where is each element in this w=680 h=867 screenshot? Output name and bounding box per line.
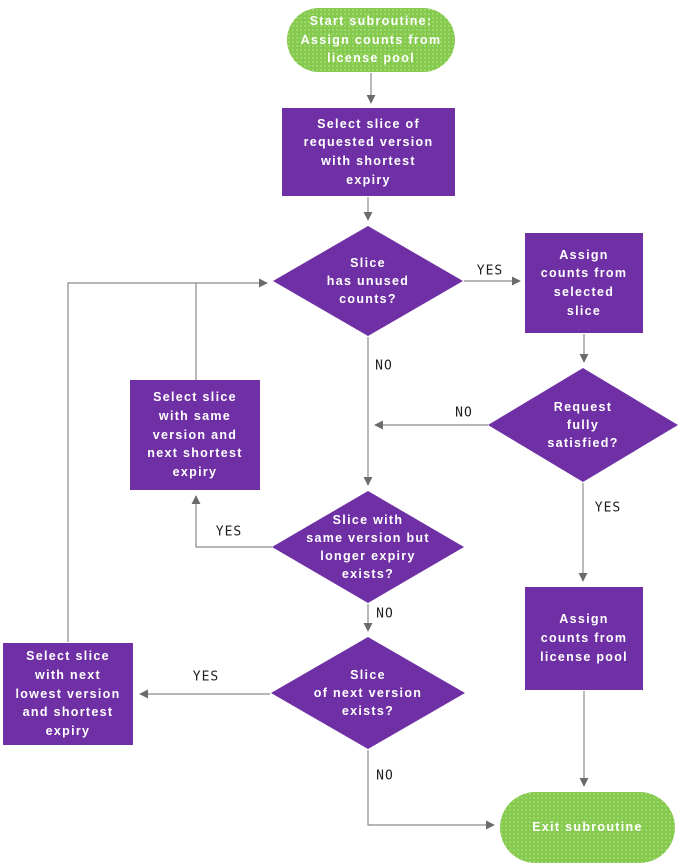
- node-exit-subroutine: Exit subroutine: [500, 792, 675, 863]
- edge-label-satisfied-yes: YES: [594, 500, 622, 516]
- edge-label-has-unused-no: NO: [375, 358, 393, 374]
- edge-label-longer-expiry-no: NO: [376, 606, 394, 622]
- edge-label-has-unused-yes: YES: [476, 263, 504, 279]
- edge-next-lowest-return: [67, 278, 268, 642]
- node-assign-counts-from-selected-slice: Assign counts from selected slice: [525, 233, 643, 333]
- node-select-requested-version: Select slice of requested version with s…: [282, 108, 455, 196]
- edge-label-longer-expiry-yes: YES: [215, 524, 243, 540]
- edge-label-satisfied-no: NO: [455, 405, 473, 421]
- edge-label-next-version-no: NO: [376, 768, 394, 784]
- edge-label-next-version-yes: YES: [192, 669, 220, 685]
- edge-longer-expiry-yes: [191, 495, 272, 548]
- node-select-same-version-next-expiry: Select slice with same version and next …: [130, 380, 260, 490]
- edge-next-version-no: [367, 750, 495, 830]
- node-select-next-lowest-version: Select slice with next lowest version an…: [3, 643, 133, 745]
- node-assign-counts-from-license-pool: Assign counts from license pool: [525, 587, 643, 690]
- node-start-subroutine: Start subroutine: Assign counts from lic…: [287, 8, 455, 72]
